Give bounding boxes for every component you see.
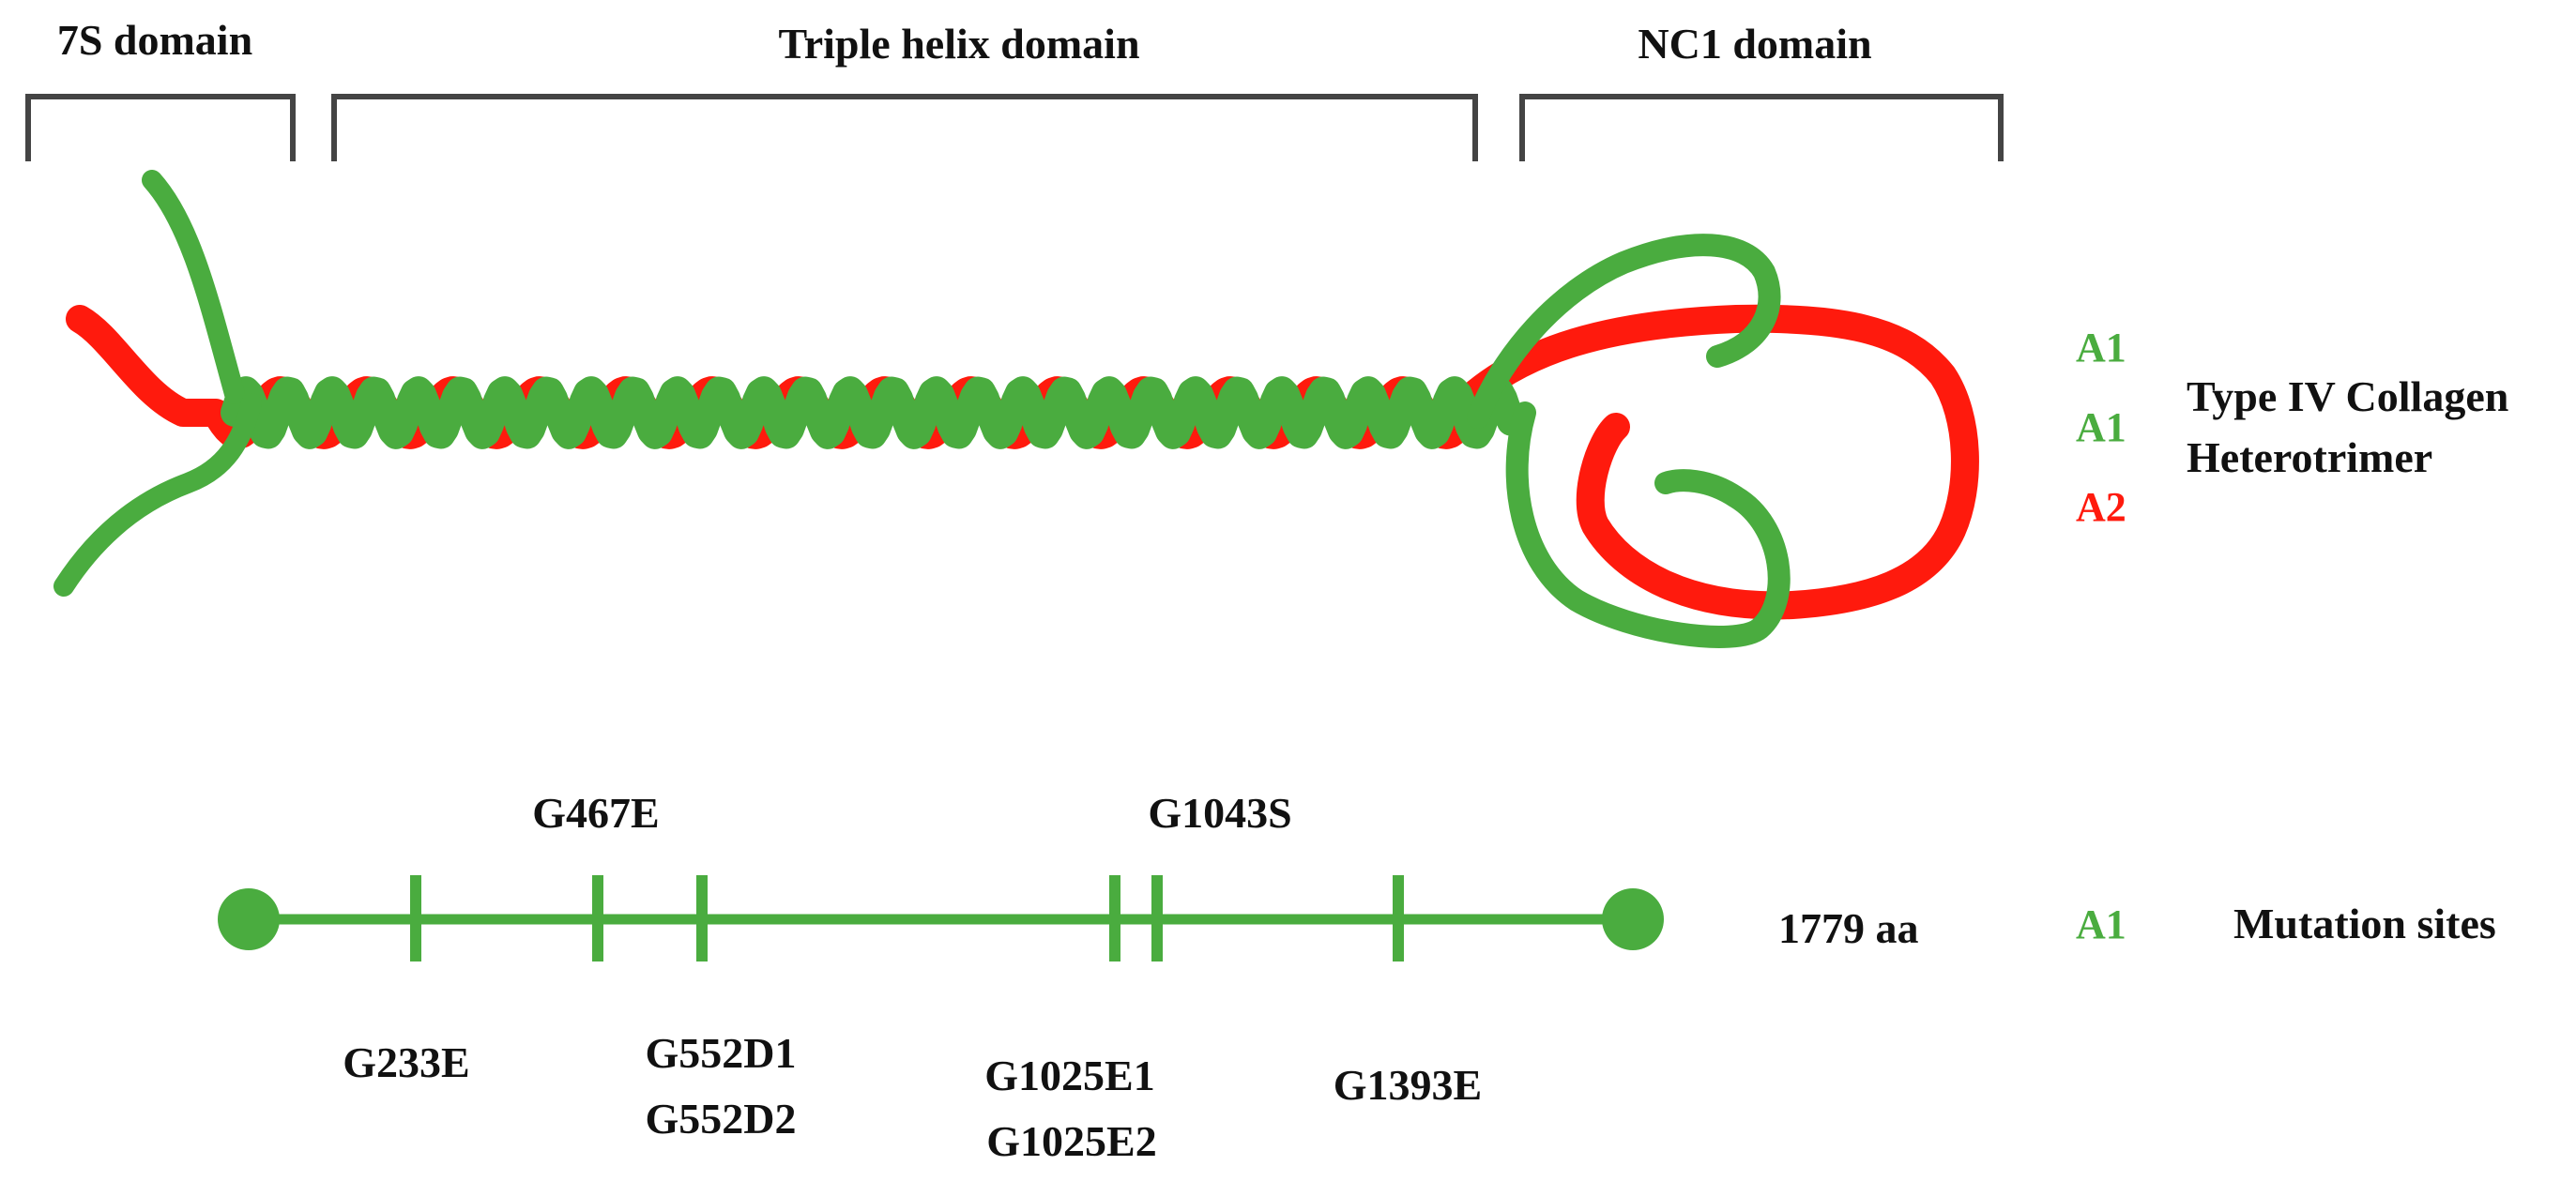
nc1-red-loop — [1445, 304, 1979, 620]
triple-helix — [53, 170, 1979, 648]
mutation-label-g1043s: G1043S — [1148, 789, 1291, 837]
mutation-label-g1393e: G1393E — [1334, 1061, 1482, 1109]
domain-label-nc1: NC1 domain — [1638, 20, 1871, 68]
bracket-nc1 — [1519, 94, 2004, 161]
mutation-label-g1025e1: G1025E1 — [984, 1052, 1154, 1099]
mutation-label-g467e: G467E — [532, 789, 659, 837]
protein-start-dot — [218, 888, 280, 950]
mutation-label-g233e: G233E — [343, 1038, 469, 1086]
protein-length-label: 1779 aa — [1778, 904, 1919, 952]
mutation-label-g552d1: G552D1 — [646, 1029, 797, 1077]
7s-arm-lower — [53, 393, 262, 597]
chain-a1-green — [221, 376, 1525, 449]
7s-arm-upper — [142, 170, 245, 404]
domain-label-triple-helix: Triple helix domain — [778, 20, 1139, 68]
protein-bar — [218, 875, 1664, 961]
protein-end-dot — [1602, 888, 1664, 950]
nc1-green-loop-outer — [1467, 234, 1791, 648]
bracket-triple-helix — [331, 94, 1478, 161]
bracket-7s — [25, 94, 296, 161]
mutation-sites-title: Mutation sites — [2233, 900, 2496, 947]
chain-label-a1-second: A1 — [2076, 404, 2126, 450]
mutation-label-g1025e2: G1025E2 — [986, 1117, 1156, 1165]
heterotrimer-label-line2: Heterotrimer — [2187, 433, 2432, 481]
heterotrimer-label-line1: Type IV Collagen — [2187, 372, 2508, 420]
mutation-label-g552d2: G552D2 — [646, 1095, 797, 1143]
chain-label-a2: A2 — [2076, 484, 2126, 530]
protein-chain-label: A1 — [2076, 901, 2126, 947]
chain-label-a1-first: A1 — [2076, 325, 2126, 371]
domain-label-7s: 7S domain — [57, 16, 252, 64]
